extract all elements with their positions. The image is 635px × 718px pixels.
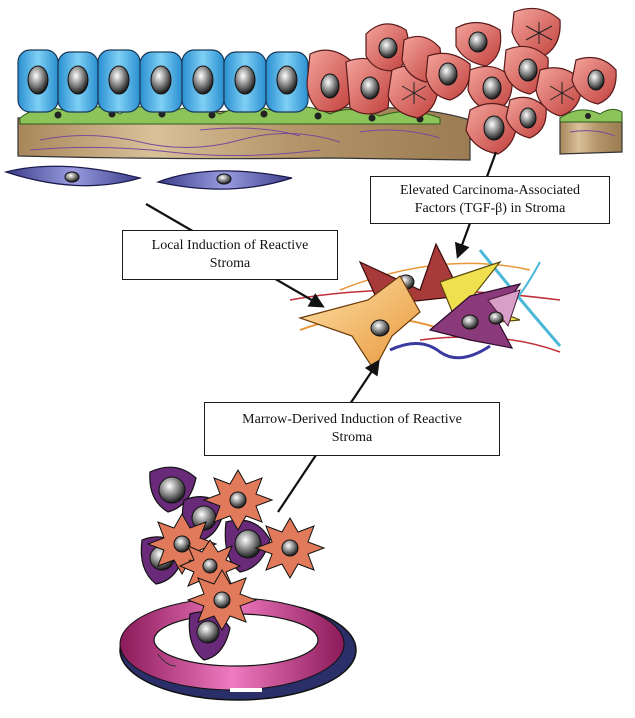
marrow-cells [140, 466, 326, 661]
label-local-induction-line1: Local Induction of Reactive [151, 238, 309, 253]
epithelial-cell [223, 51, 267, 113]
label-marrow-induction-line2: Stroma [331, 430, 373, 445]
label-marrow-induction-line1: Marrow-Derived Induction of Reactive [242, 412, 462, 427]
epithelial-cell [97, 49, 141, 113]
label-marrow-induction: Marrow-Derived Induction of Reactive Str… [204, 402, 500, 456]
epithelial-cell [17, 49, 59, 113]
epithelial-cell [181, 49, 225, 113]
label-carcinoma-factors: Elevated Carcinoma-Associated Factors (T… [370, 176, 610, 224]
epithelial-cells [17, 49, 309, 113]
reactive-stroma [289, 242, 562, 372]
label-carcinoma-factors-line2: Factors (TGF-β) in Stroma [414, 201, 566, 216]
label-local-induction-line2: Stroma [209, 256, 251, 271]
epithelial-cell [57, 51, 99, 113]
epithelial-cell [139, 51, 183, 113]
label-carcinoma-factors-line1: Elevated Carcinoma-Associated [400, 183, 580, 198]
carcinoma-cells [306, 7, 617, 155]
label-local-induction: Local Induction of Reactive Stroma [122, 230, 338, 280]
myoepithelial-layer [19, 106, 623, 125]
epithelial-cell [265, 51, 309, 113]
fibroblasts [3, 165, 293, 190]
